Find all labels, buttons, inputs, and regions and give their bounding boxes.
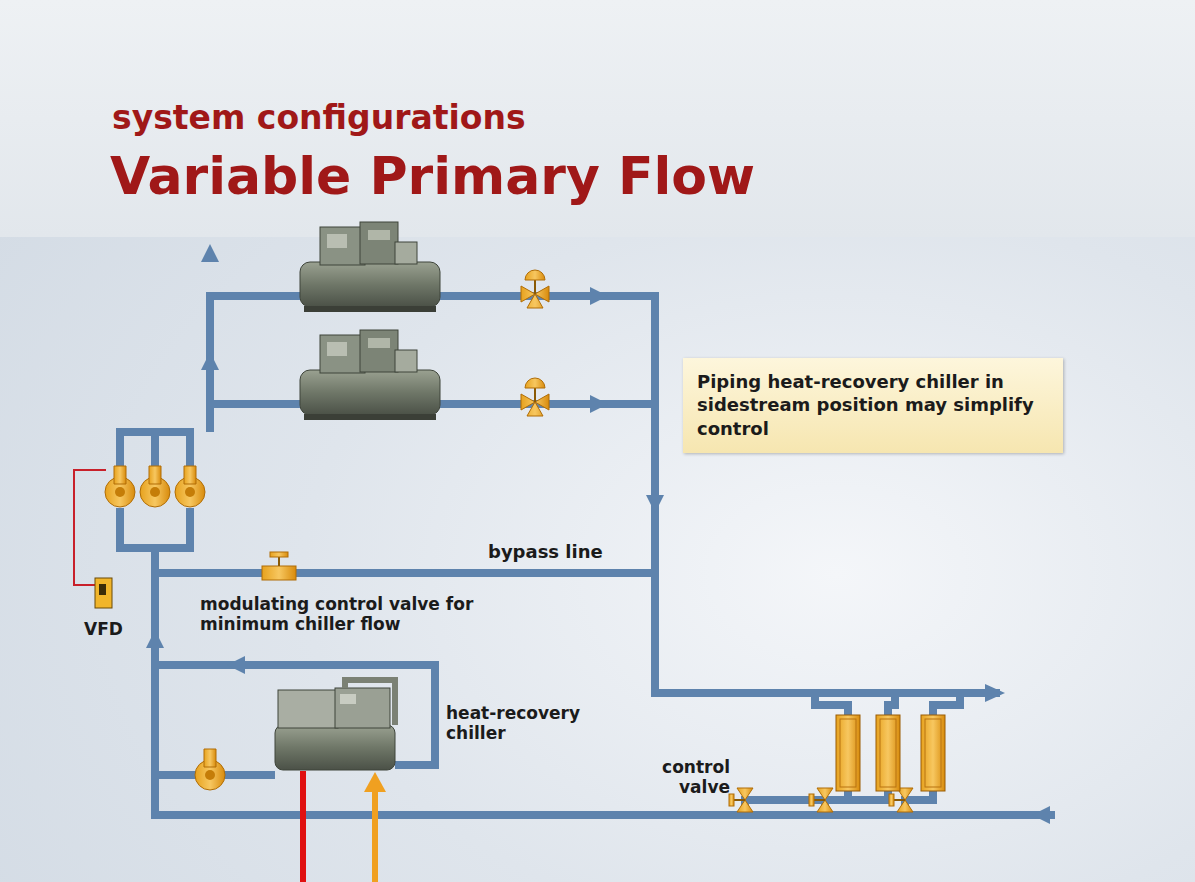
valve-label: modulating control valve for minimum chi…	[200, 594, 540, 635]
header-band	[0, 0, 1195, 237]
flow-arrows	[146, 244, 1050, 824]
hot-water-line	[300, 771, 306, 882]
bypass-valve	[262, 552, 296, 580]
pipe-label: bypass line	[488, 541, 603, 563]
diagram-title: Variable Primary Flow	[110, 146, 755, 206]
section-heading: system configurations	[112, 98, 526, 138]
valve-label: control valve	[630, 757, 730, 798]
drive-label: VFD	[84, 619, 123, 639]
equipment-label: heat-recovery chiller	[446, 703, 621, 744]
return-water-arrow	[364, 772, 386, 882]
pipes	[120, 296, 1055, 815]
vfd-wiring	[74, 470, 112, 608]
callout-text: Piping heat-recovery chiller in sidestre…	[697, 370, 1049, 440]
callout-box: Piping heat-recovery chiller in sidestre…	[683, 358, 1063, 453]
heat-recovery-chiller	[275, 680, 395, 770]
